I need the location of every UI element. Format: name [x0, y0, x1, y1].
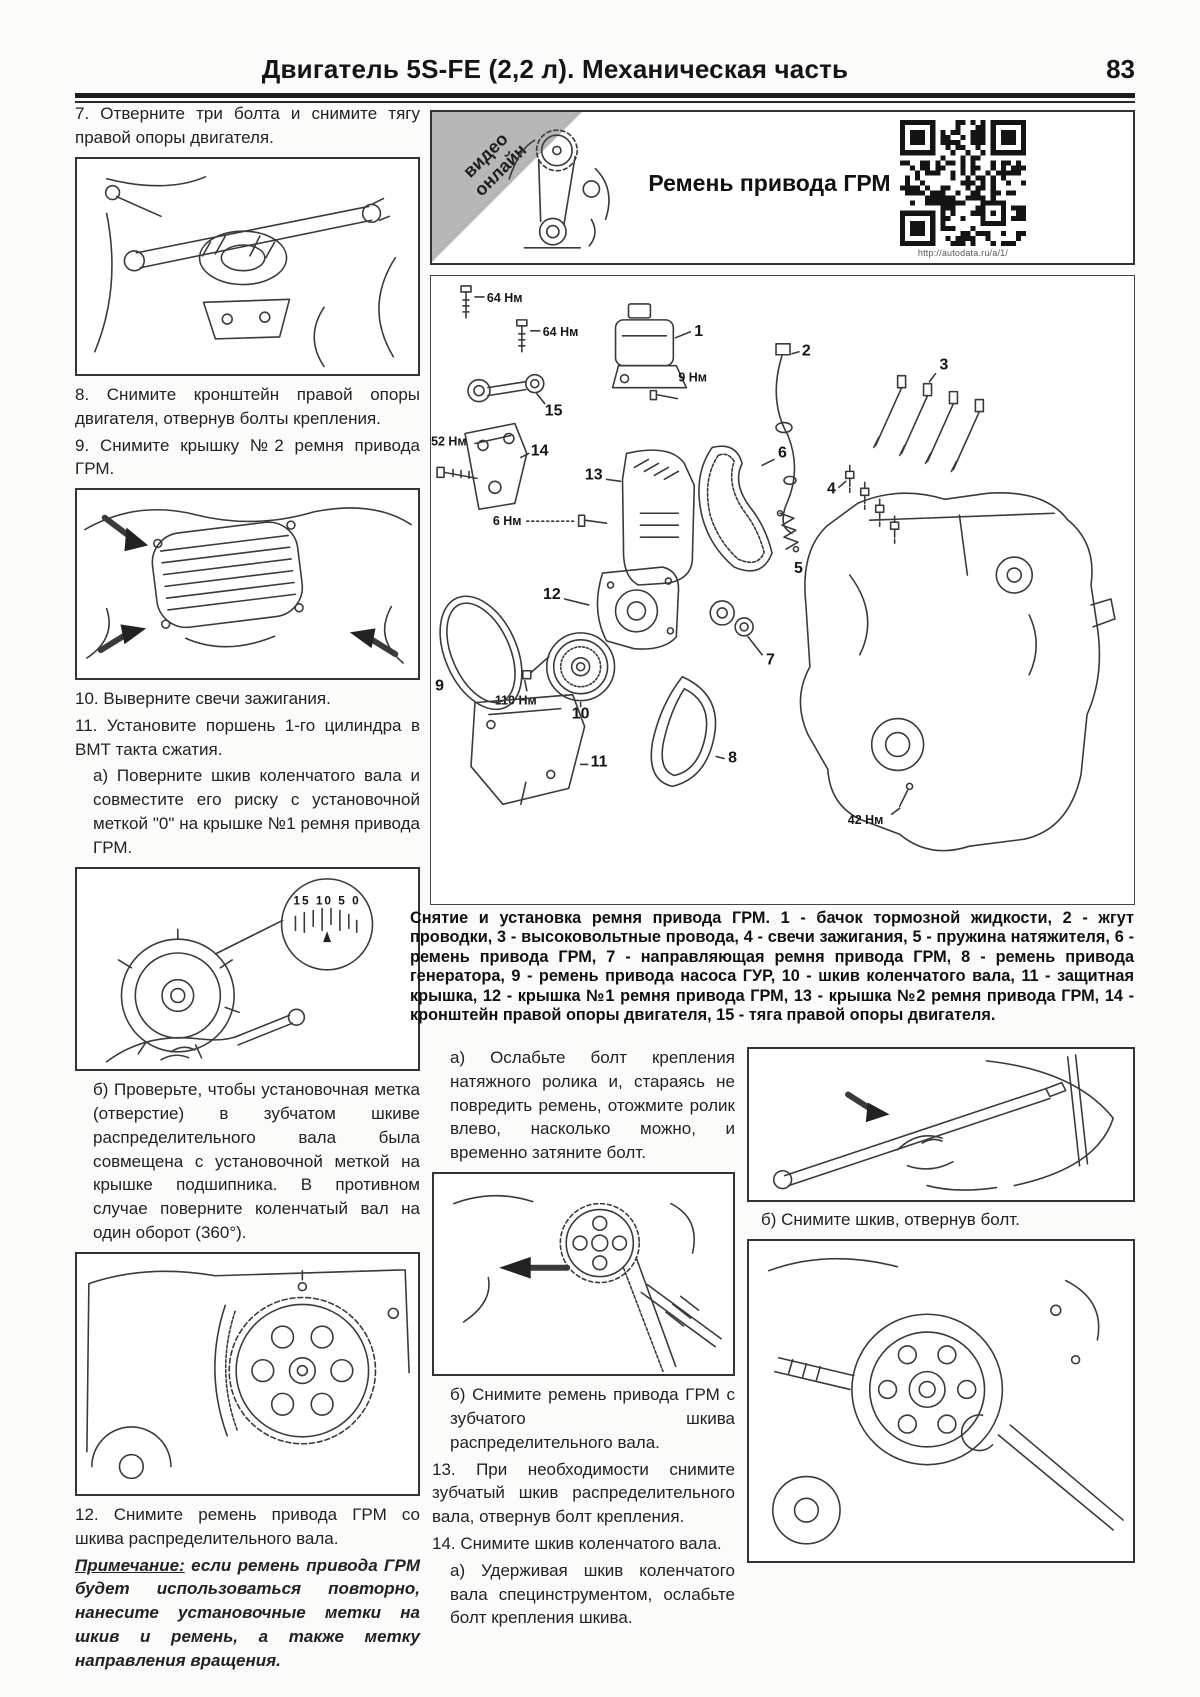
part-4-spark-plugs: [845, 464, 900, 544]
label-7: 7: [766, 652, 775, 669]
header-rule-thick: [75, 93, 1135, 98]
figure-engine-mount-rod: [75, 156, 420, 377]
label-15: 15: [545, 403, 563, 420]
label-3: 3: [940, 357, 949, 374]
banner-title: Ремень привода ГРМ: [648, 170, 891, 196]
figure-timing-cover: [75, 488, 420, 681]
driveshaft-wrench-illustration: [768, 1258, 1124, 1545]
timing-marks-text: 15 10 5 0: [293, 893, 360, 907]
video-banner: видео онлайн Ремень привода ГРМ http://a…: [430, 110, 1135, 265]
qr-url: http://autodata.ru/a/1/: [917, 248, 1009, 258]
camshaft-sprocket-illustration: [86, 1268, 410, 1479]
bolt-6nm: [577, 514, 608, 528]
label-12: 12: [543, 586, 561, 603]
note-body: если ремень привода ГРМ будет использова…: [75, 1555, 420, 1670]
torque-52: 52 Нм: [431, 434, 467, 448]
bolt-64nm-a: [460, 285, 472, 319]
torque-64b: 64 Нм: [543, 325, 579, 339]
part-5-tensioner-spring: [776, 509, 800, 553]
note-text: Примечание: если ремень привода ГРМ буде…: [75, 1554, 420, 1673]
caption-b-text: б) Снимите шкив, отвернув болт.: [761, 1210, 1020, 1230]
figure-driveshaft-wrench: [747, 1239, 1135, 1564]
step-b-text: б) Снимите ремень привода ГРМ с зубчатог…: [450, 1385, 735, 1452]
part-12-cover-1: [596, 566, 680, 650]
middle-column: а) Ослабьте болт крепления натяжного рол…: [432, 1046, 735, 1633]
bolt-42nm: [898, 782, 914, 808]
part-1-reservoir: [611, 303, 688, 389]
step-14a-text: а) Удерживая шкив коленчатого вала специ…: [450, 1560, 735, 1628]
label-13: 13: [585, 466, 603, 483]
step-14-text: 14. Снимите шкив коленчатого вала.: [432, 1534, 722, 1554]
bolt-64nm-b: [516, 319, 528, 353]
diagram-caption: Снятие и установка ремня привода ГРМ. 1 …: [410, 909, 1134, 1024]
bolt-52nm: [436, 466, 478, 480]
step-a-text: а) Ослабьте болт крепления натяжного рол…: [450, 1048, 735, 1163]
part-6-timing-belt: [698, 445, 773, 572]
bolt-9nm: [649, 389, 679, 401]
label-2: 2: [802, 343, 811, 360]
label-4: 4: [827, 480, 836, 497]
timing-belt-exploded-view: 64 Нм 64 Нм 15 14 52 Нм: [431, 285, 1116, 852]
qr-code: [900, 120, 1026, 246]
pulley-holding-tool-illustration: [772, 1054, 1114, 1191]
label-8: 8: [728, 749, 737, 766]
left-column: 7. Отверните три болта и снимите тягу пр…: [75, 102, 420, 1676]
figure-pulley-tool: [747, 1047, 1135, 1203]
step-12-text: 12. Снимите ремень привода ГРМ со шкива …: [75, 1505, 420, 1548]
figure-crank-pulley-marks: 15 10 5 0: [75, 866, 420, 1072]
part-3-hv-wires: [872, 374, 985, 473]
timing-cover-illustration: [84, 507, 412, 665]
engine-block: [799, 492, 1116, 852]
label-6: 6: [778, 444, 787, 461]
label-9: 9: [435, 678, 444, 695]
part-2-harness: [775, 342, 797, 534]
header-rule-thin: [75, 101, 1135, 103]
page-number: 83: [1106, 54, 1135, 84]
label-5: 5: [794, 560, 803, 577]
figure-tensioner-roller: [432, 1171, 735, 1377]
step-13-text: 13. При необходимости снимите зубчатый ш…: [432, 1459, 735, 1527]
step-8-text: 8. Снимите кронштейн правой опоры двигат…: [75, 385, 420, 428]
part-14-bracket: [464, 422, 528, 511]
exploded-diagram: 64 Нм 64 Нм 15 14 52 Нм: [430, 275, 1135, 905]
bolt-110nm: [522, 655, 550, 680]
part-7-belt-guide: [709, 600, 754, 637]
part-11-protective-cover: [470, 693, 586, 806]
part-13-cover-2: [621, 449, 696, 586]
torque-9: 9 Нм: [678, 371, 707, 385]
crank-pulley-marks-illustration: 15 10 5 0: [105, 877, 374, 1063]
part-15-tie-rod: [467, 373, 545, 403]
timing-belt-thumbnail-icon: [508, 129, 610, 249]
torque-6: 6 Нм: [493, 514, 522, 528]
figure-camshaft-sprocket: [75, 1251, 420, 1497]
page-title: Двигатель 5S-FE (2,2 л). Механическая ча…: [261, 54, 849, 84]
torque-42: 42 Нм: [848, 813, 884, 827]
label-11: 11: [591, 753, 608, 770]
step-9-text: 9. Снимите крышку №2 ремня привода ГРМ.: [75, 435, 420, 479]
step-10-text: 10. Выверните свечи зажигания.: [75, 689, 331, 709]
note-label: Примечание:: [75, 1555, 185, 1575]
step-7-text: 7. Отверните три болта и снимите тягу пр…: [75, 104, 420, 147]
torque-64a: 64 Нм: [487, 291, 523, 305]
step-11-text: 11. Установите поршень 1-го цилиндра в В…: [75, 715, 420, 759]
step-11b-text: б) Проверьте, чтобы установочная метка (…: [93, 1080, 420, 1243]
qr-modules: [900, 120, 1026, 246]
label-1: 1: [694, 323, 703, 340]
part-10-crank-pulley: [545, 632, 616, 702]
engine-mount-rod-illustration: [94, 175, 397, 367]
step-11a-text: а) Поверните шкив коленчатого вала и сов…: [93, 766, 420, 857]
right-column: б) Снимите шкив, отвернув болт.: [747, 1040, 1135, 1570]
part-8-generator-belt: [650, 675, 717, 788]
label-14: 14: [531, 442, 549, 459]
tensioner-roller-illustration: [452, 1194, 722, 1373]
torque-110: 110 Нм: [495, 694, 537, 708]
